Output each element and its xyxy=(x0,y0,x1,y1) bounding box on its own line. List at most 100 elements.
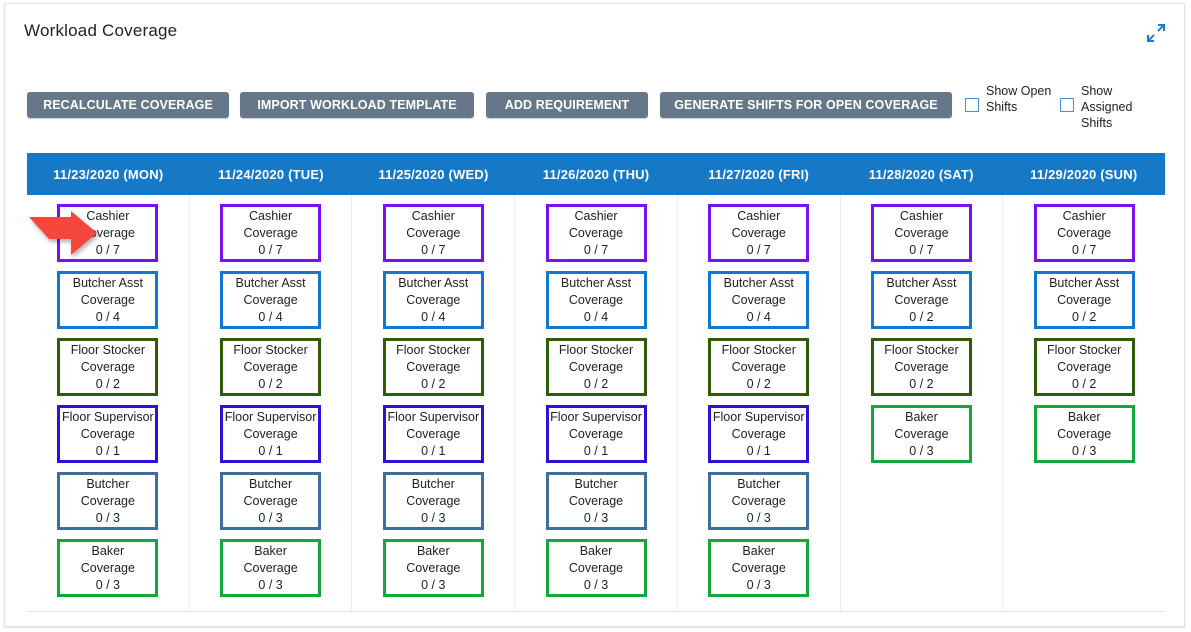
import-workload-template-button[interactable]: IMPORT WORKLOAD TEMPLATE xyxy=(240,92,474,118)
coverage-card-role: Floor Stocker xyxy=(396,342,471,357)
coverage-card-subtitle: Coverage xyxy=(894,426,949,441)
coverage-card-subtitle: Coverage xyxy=(568,560,624,575)
coverage-card-subtitle: Coverage xyxy=(406,493,461,508)
coverage-card-subtitle: Coverage xyxy=(1057,225,1112,240)
coverage-card-role: Butcher xyxy=(249,476,293,491)
coverage-grid: 11/23/2020 (MON)11/24/2020 (TUE)11/25/20… xyxy=(27,153,1165,612)
coverage-grid-header-row: 11/23/2020 (MON)11/24/2020 (TUE)11/25/20… xyxy=(27,153,1165,195)
coverage-card-subtitle: Coverage xyxy=(894,292,949,307)
show-open-shifts-checkbox[interactable] xyxy=(965,98,979,112)
coverage-card-subtitle: Coverage xyxy=(406,560,461,575)
coverage-card-role: Floor Stocker xyxy=(70,342,146,357)
show-open-shifts-checkbox-group[interactable]: Show Open Shifts xyxy=(965,83,1052,115)
show-open-shifts-label: Show Open Shifts xyxy=(986,84,1052,114)
coverage-card-count: 0 / 7 xyxy=(1072,242,1097,257)
show-assigned-shifts-checkbox-group[interactable]: Show Assigned Shifts xyxy=(1060,83,1147,131)
coverage-card-subtitle: Coverage xyxy=(894,359,949,374)
coverage-card-count: 0 / 4 xyxy=(95,309,121,324)
show-assigned-shifts-checkbox[interactable] xyxy=(1060,98,1074,112)
workload-coverage-panel: Workload Coverage RECALCULATE COVERAGE I… xyxy=(4,3,1185,627)
compress-arrows-icon[interactable] xyxy=(1142,19,1170,47)
coverage-card-count: 0 / 3 xyxy=(746,510,771,525)
coverage-card-subtitle: Coverage xyxy=(80,292,135,307)
coverage-card-subtitle: Coverage xyxy=(243,359,298,374)
coverage-card-subtitle: Coverage xyxy=(568,359,624,374)
coverage-card-count: 0 / 3 xyxy=(909,443,934,458)
coverage-card-role: Butcher xyxy=(737,476,781,491)
coverage-card-count: 0 / 2 xyxy=(1072,376,1097,391)
generate-shifts-for-open-coverage-button[interactable]: GENERATE SHIFTS FOR OPEN COVERAGE xyxy=(660,92,952,118)
coverage-card-count: 0 / 3 xyxy=(421,510,446,525)
coverage-card-count: 0 / 7 xyxy=(95,242,121,257)
coverage-card-role: Cashier xyxy=(899,208,943,223)
panel-title-bar: Workload Coverage xyxy=(5,4,1184,62)
coverage-card-count: 0 / 3 xyxy=(95,577,121,592)
coverage-card-role: Butcher Asst xyxy=(560,275,632,290)
coverage-card-subtitle: Coverage xyxy=(731,560,786,575)
coverage-card-role: Floor Stocker xyxy=(721,342,796,357)
show-assigned-shifts-label: Show Assigned Shifts xyxy=(1081,84,1133,130)
coverage-card-count: 0 / 1 xyxy=(95,443,121,458)
coverage-card-count: 0 / 7 xyxy=(583,242,609,257)
coverage-card-subtitle: Coverage xyxy=(243,426,298,441)
grid-column-header: 11/26/2020 (THU) xyxy=(542,166,650,182)
coverage-card-role: Cashier xyxy=(86,208,130,223)
coverage-card-count: 0 / 3 xyxy=(421,577,446,592)
grid-column-header: 11/25/2020 (WED) xyxy=(378,166,489,182)
coverage-card-count: 0 / 4 xyxy=(258,309,283,324)
coverage-card-role: Baker xyxy=(579,543,613,558)
toolbar: RECALCULATE COVERAGE IMPORT WORKLOAD TEM… xyxy=(5,62,1184,148)
recalculate-coverage-button[interactable]: RECALCULATE COVERAGE xyxy=(27,92,229,118)
coverage-card-subtitle: Coverage xyxy=(243,560,298,575)
add-requirement-button[interactable]: ADD REQUIREMENT xyxy=(486,92,648,118)
coverage-card-subtitle: Coverage xyxy=(731,426,786,441)
coverage-card-role: Baker xyxy=(1067,409,1101,424)
coverage-card-subtitle: Coverage xyxy=(731,493,786,508)
page-title: Workload Coverage xyxy=(24,21,178,40)
coverage-card-count: 0 / 2 xyxy=(909,309,934,324)
